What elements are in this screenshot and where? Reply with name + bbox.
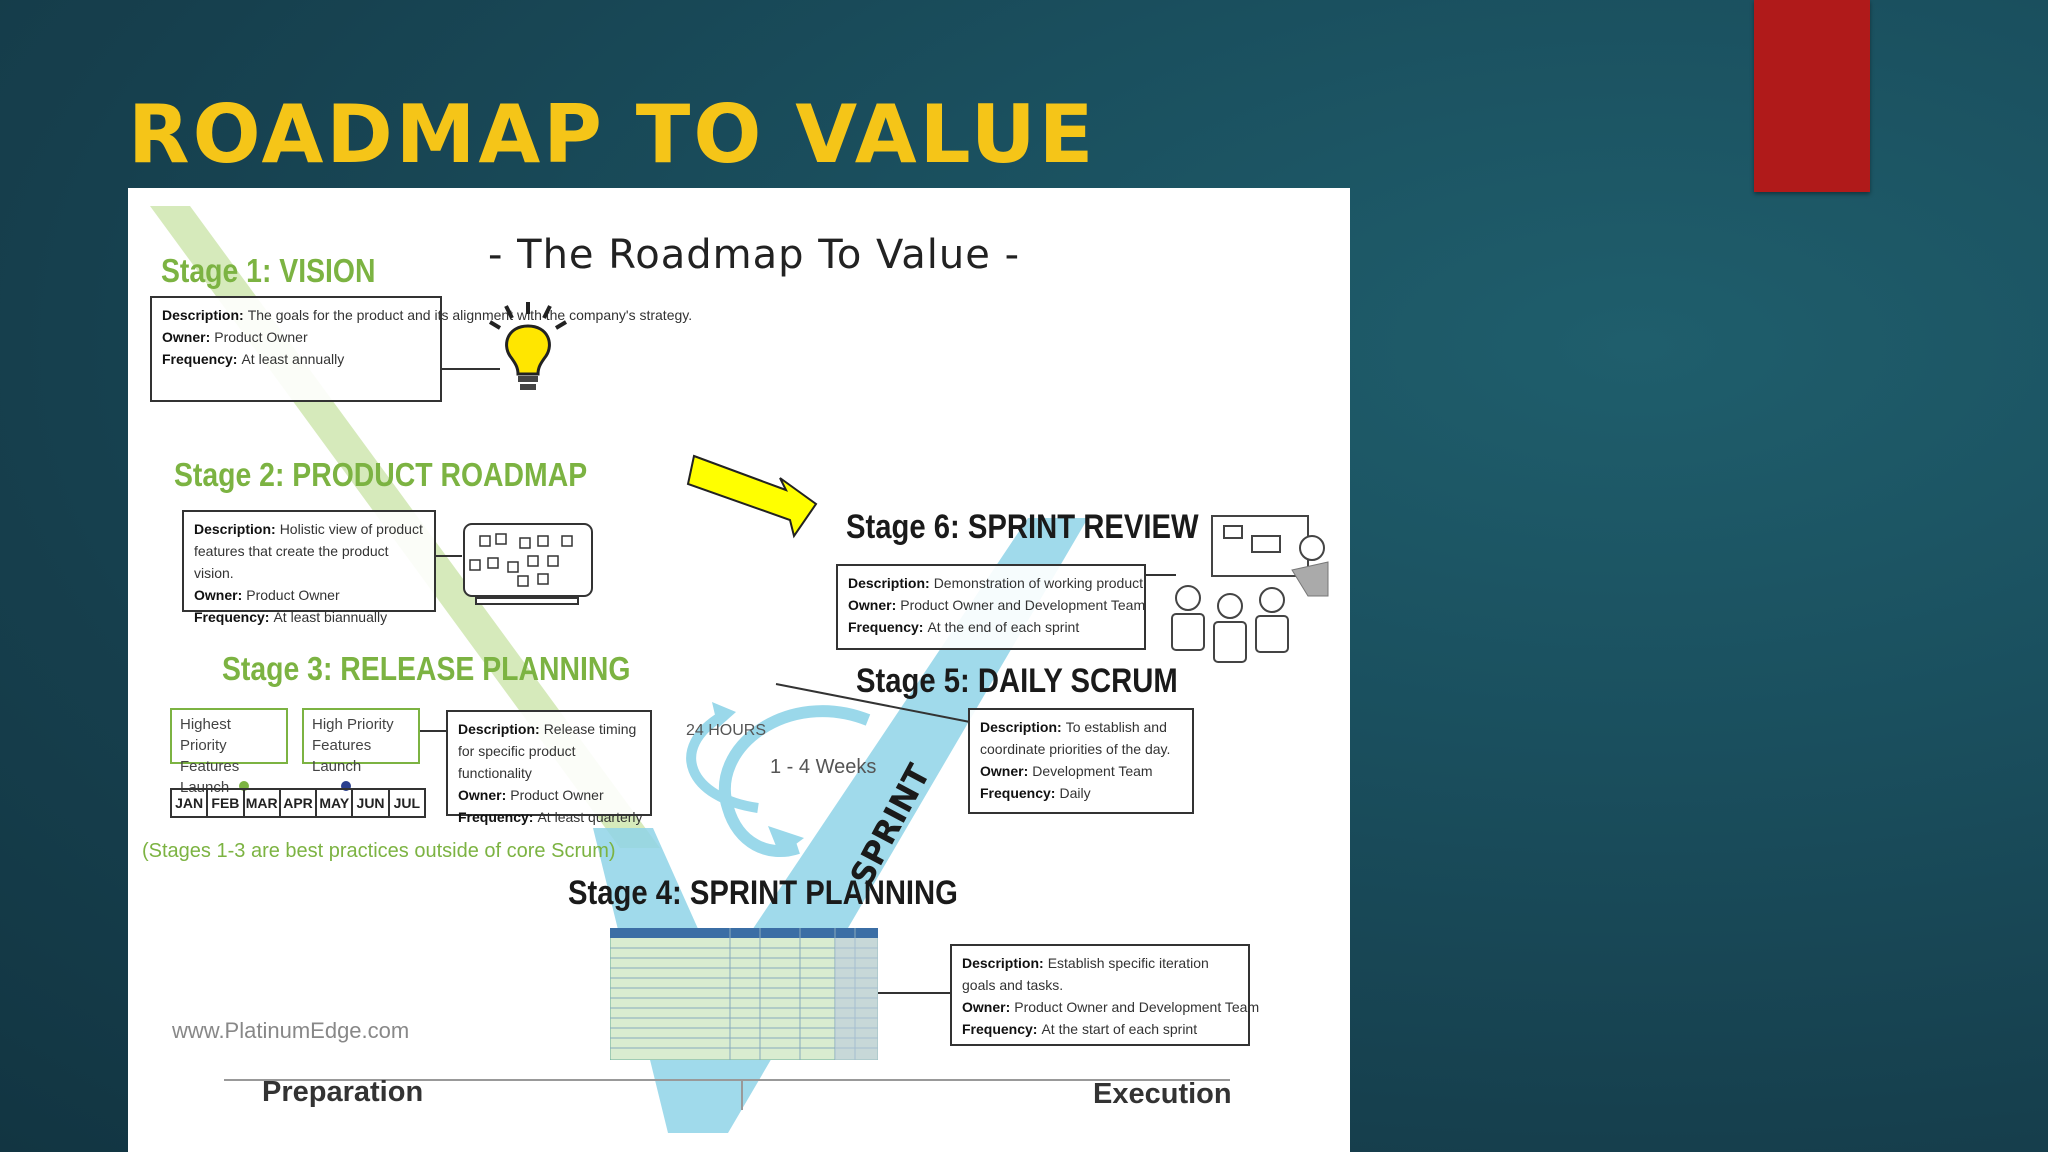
stage6-description: Demonstration of working product bbox=[933, 575, 1144, 591]
stage4-owner: Product Owner and Development Team bbox=[1014, 999, 1260, 1015]
stage4-box: Description:Establish specific iteration… bbox=[950, 944, 1259, 1046]
stage2-box: Description:Holistic view of product fea… bbox=[182, 510, 436, 625]
stage2-heading: Stage 2: PRODUCT ROADMAP bbox=[174, 456, 588, 493]
month-jun: JUN bbox=[353, 790, 390, 816]
label-owner: Owner: bbox=[980, 763, 1029, 779]
stage4-description: Establish specific iteration goals and t… bbox=[962, 955, 1209, 993]
label-description: Description: bbox=[848, 575, 930, 591]
label-owner: Owner: bbox=[194, 587, 243, 603]
accent-bar bbox=[1754, 0, 1870, 192]
label-owner: Owner: bbox=[458, 787, 507, 803]
stage4-heading: Stage 4: SPRINT PLANNING bbox=[568, 874, 958, 912]
label-owner: Owner: bbox=[848, 597, 897, 613]
yellow-arrow bbox=[686, 454, 818, 539]
month-jul: JUL bbox=[393, 795, 421, 811]
stage6-owner: Product Owner and Development Team bbox=[900, 597, 1146, 613]
stage1-owner: Product Owner bbox=[214, 329, 308, 345]
stage5-box: Description:To establish and coordinate … bbox=[968, 708, 1194, 814]
label-frequency: Frequency: bbox=[458, 809, 534, 825]
stage5-frequency: Daily bbox=[1059, 785, 1091, 801]
stage2-frequency: At least biannually bbox=[273, 609, 388, 625]
month-feb: FEB bbox=[208, 790, 245, 816]
slide-title: ROADMAP TO VALUE bbox=[128, 88, 1097, 181]
label-owner: Owner: bbox=[162, 329, 211, 345]
stage3-box: Description:Release timing for specific … bbox=[446, 710, 652, 825]
roadmap-board-icon bbox=[463, 523, 593, 605]
stage3-heading: Stage 3: RELEASE PLANNING bbox=[222, 650, 631, 687]
release-months: JAN FEB MAR APR MAY JUN JUL bbox=[170, 788, 426, 818]
stage5-description: To establish and coordinate priorities o… bbox=[980, 719, 1171, 757]
stage5-heading: Stage 5: DAILY SCRUM bbox=[856, 662, 1178, 700]
stage1-heading: Stage 1: VISION bbox=[161, 252, 376, 289]
label-description: Description: bbox=[458, 721, 540, 737]
month-mar: MAR bbox=[245, 790, 281, 816]
stage6-heading: Stage 6: SPRINT REVIEW bbox=[846, 508, 1199, 546]
stage6-frequency: At the end of each sprint bbox=[927, 619, 1080, 635]
stage4-frequency: At the start of each sprint bbox=[1041, 1021, 1198, 1037]
diagram-title: - The Roadmap To Value - bbox=[488, 232, 1021, 278]
stage3-owner: Product Owner bbox=[510, 787, 604, 803]
lightbulb-icon bbox=[488, 302, 568, 390]
label-frequency: Frequency: bbox=[848, 619, 924, 635]
website-label: www.PlatinumEdge.com bbox=[172, 1018, 410, 1043]
month-apr: APR bbox=[281, 790, 318, 816]
team-presentation-icon bbox=[1171, 515, 1329, 663]
label-description: Description: bbox=[980, 719, 1062, 735]
stage2-owner: Product Owner bbox=[246, 587, 340, 603]
label-frequency: Frequency: bbox=[962, 1021, 1038, 1037]
label-frequency: Frequency: bbox=[162, 351, 238, 367]
preparation-label: Preparation bbox=[262, 1076, 424, 1108]
stage3-description: Release timing for specific product func… bbox=[458, 721, 637, 781]
stage1-description: The goals for the product and its alignm… bbox=[247, 307, 693, 323]
label-frequency: Frequency: bbox=[194, 609, 270, 625]
release-highest-priority: Highest Priority Features Launch bbox=[170, 708, 288, 796]
label-description: Description: bbox=[194, 521, 276, 537]
stage1-box: Description:The goals for the product an… bbox=[150, 296, 692, 402]
label-frequency: Frequency: bbox=[980, 785, 1056, 801]
release-high-priority: High Priority Features Launch bbox=[302, 708, 420, 775]
label-description: Description: bbox=[962, 955, 1044, 971]
weeks-label: 1 - 4 Weeks bbox=[770, 756, 877, 778]
roadmap-diagram: - The Roadmap To Value - Stage 1: VISION… bbox=[128, 188, 1350, 1152]
stage3-frequency: At least quarterly bbox=[537, 809, 643, 825]
execution-label: Execution bbox=[1093, 1078, 1232, 1110]
label-description: Description: bbox=[162, 307, 244, 323]
stage6-box: Description:Demonstration of working pro… bbox=[836, 564, 1146, 650]
month-may: MAY bbox=[317, 790, 354, 816]
spreadsheet-thumbnail bbox=[610, 928, 878, 1060]
hours-label: 24 HOURS bbox=[686, 722, 767, 739]
stage5-owner: Development Team bbox=[1032, 763, 1153, 779]
month-jan: JAN bbox=[172, 790, 209, 816]
stage2-description: Holistic view of product features that c… bbox=[194, 521, 423, 581]
stage1-frequency: At least annually bbox=[241, 351, 345, 367]
stages-note: (Stages 1-3 are best practices outside o… bbox=[142, 840, 616, 862]
label-owner: Owner: bbox=[962, 999, 1011, 1015]
